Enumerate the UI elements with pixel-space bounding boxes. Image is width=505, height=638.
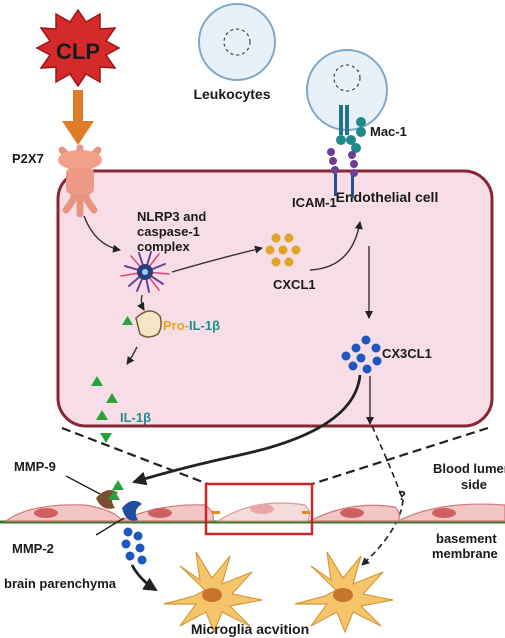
complex-label-line2: caspase-1 — [137, 224, 200, 239]
cx3cl1-to-mmp-arrow — [132, 374, 362, 486]
il1b-triangle-mmp — [112, 480, 124, 490]
complex-label-line1: NLRP3 and — [137, 209, 206, 224]
unknown-question-mark: ? — [398, 488, 406, 503]
il1b-triangle — [122, 316, 133, 325]
clp-to-p2x7-arrow — [62, 90, 94, 145]
cxcl1-label: CXCL1 — [273, 277, 316, 292]
blood-lumen-line2: side — [461, 477, 487, 492]
mmp-to-microglia-arrow — [130, 564, 158, 592]
p2x7-label: P2X7 — [12, 151, 44, 166]
zoom-line-right — [311, 426, 489, 486]
cx3cl1-label: CX3CL1 — [382, 346, 432, 361]
mac1-icam1-binding — [327, 105, 366, 198]
leukocytes-label: Leukocytes — [193, 86, 270, 102]
pro-il1b-suffix: IL-1β — [189, 318, 220, 333]
endothelial-monolayer — [0, 502, 505, 524]
inflammasome-complex — [120, 251, 170, 293]
cx3cl1-molecules — [341, 335, 382, 374]
mmp2-pointer — [95, 517, 125, 536]
mac1-label: Mac-1 — [370, 124, 407, 139]
clp-label: CLP — [56, 39, 100, 64]
p2x7-to-complex-arrow — [83, 215, 121, 253]
pro-il1b-label: Pro-IL-1β — [163, 318, 220, 333]
il1b-triangle-mmp2 — [108, 490, 120, 500]
endothelial-cell-label: Endothelial cell — [336, 189, 439, 205]
complex-to-proil-arrow — [137, 294, 145, 311]
cxcl1-molecules — [265, 233, 301, 267]
cxcl1-to-icam1-arrow — [309, 221, 363, 271]
tight-junction-box — [204, 482, 314, 536]
microglia-right — [294, 551, 394, 634]
basement-label-line1: basement — [436, 531, 497, 546]
caspase-pacman — [135, 310, 162, 338]
il1b-label: IL-1β — [120, 410, 151, 425]
brain-parenchyma-label: brain parenchyma — [4, 576, 117, 591]
microglia-left — [163, 551, 263, 634]
endothelial-cell — [56, 169, 494, 428]
complex-to-cxcl1-arrow — [171, 245, 263, 273]
icam1-label: ICAM-1 — [292, 195, 337, 210]
mmp2-enzyme — [122, 500, 142, 521]
clp-starburst: CLP — [35, 8, 121, 88]
cx3cl1-to-microglia-dashed — [361, 425, 404, 566]
mmp2-label: MMP-2 — [12, 541, 54, 556]
mmp9-label: MMP-9 — [14, 459, 56, 474]
il1b-molecules — [91, 376, 118, 443]
mmp9-pointer — [65, 475, 101, 495]
zoom-line-left — [61, 426, 209, 486]
basement-label-line2: membrane — [432, 546, 498, 561]
complex-label-line3: complex — [137, 239, 191, 254]
proil-to-il1b-arrow — [126, 346, 138, 365]
pro-il1b-prefix: Pro- — [163, 318, 189, 333]
leukocyte-free — [198, 3, 276, 81]
microglia-activation-label: Microglia acvition — [191, 621, 309, 637]
blood-lumen-line1: Blood lumen — [433, 461, 505, 476]
p2x7-receptor — [58, 144, 102, 218]
cx3cl1-leaking — [121, 527, 147, 565]
